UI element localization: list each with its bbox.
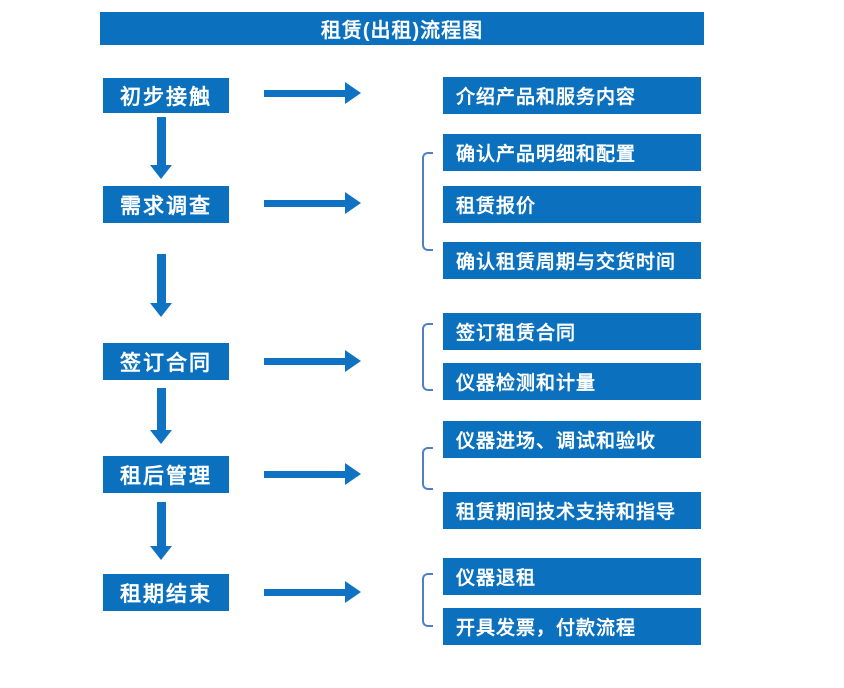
arrow-head (345, 581, 361, 603)
arrow-head (345, 350, 361, 372)
arrow-shaft (157, 117, 166, 166)
arrow-shaft (157, 254, 166, 304)
arrow-shaft (264, 589, 346, 596)
step-box-initial-contact: 初步接触 (103, 78, 229, 113)
down-arrow (150, 117, 172, 179)
group-bracket (422, 573, 433, 627)
group-bracket (422, 323, 433, 391)
detail-box: 开具发票，付款流程 (443, 608, 701, 645)
flowchart-title: 租赁(出租)流程图 (100, 12, 704, 45)
down-arrow (150, 254, 172, 317)
detail-box: 租赁报价 (443, 186, 701, 223)
arrow-shaft (264, 358, 346, 365)
step-box-demand-survey: 需求调查 (103, 186, 229, 223)
right-arrow (264, 82, 361, 104)
right-arrow (264, 581, 361, 603)
detail-box: 确认产品明细和配置 (443, 134, 701, 171)
arrow-head (345, 192, 361, 214)
group-bracket (422, 152, 433, 251)
arrow-head (150, 546, 172, 560)
step-box-post-rental-management: 租后管理 (103, 456, 229, 493)
detail-box: 确认租赁周期与交货时间 (443, 242, 701, 279)
arrow-shaft (264, 200, 346, 207)
detail-box: 租赁期间技术支持和指导 (443, 492, 701, 529)
arrow-head (345, 82, 361, 104)
detail-box: 仪器进场、调试和验收 (443, 421, 701, 458)
arrow-head (345, 463, 361, 485)
arrow-shaft (264, 90, 346, 97)
detail-box: 介绍产品和服务内容 (443, 77, 701, 114)
arrow-head (150, 430, 172, 444)
detail-box: 仪器退租 (443, 558, 701, 595)
step-box-sign-contract: 签订合同 (103, 343, 229, 380)
group-bracket (422, 447, 433, 490)
right-arrow (264, 350, 361, 372)
arrow-head (150, 165, 172, 179)
right-arrow (264, 192, 361, 214)
detail-box: 签订租赁合同 (443, 313, 701, 350)
down-arrow (150, 502, 172, 560)
arrow-shaft (157, 388, 166, 431)
arrow-head (150, 303, 172, 317)
right-arrow (264, 463, 361, 485)
arrow-shaft (157, 502, 166, 547)
detail-box: 仪器检测和计量 (443, 363, 701, 400)
down-arrow (150, 388, 172, 444)
arrow-shaft (264, 471, 346, 478)
step-box-rental-end: 租期结束 (103, 574, 229, 611)
